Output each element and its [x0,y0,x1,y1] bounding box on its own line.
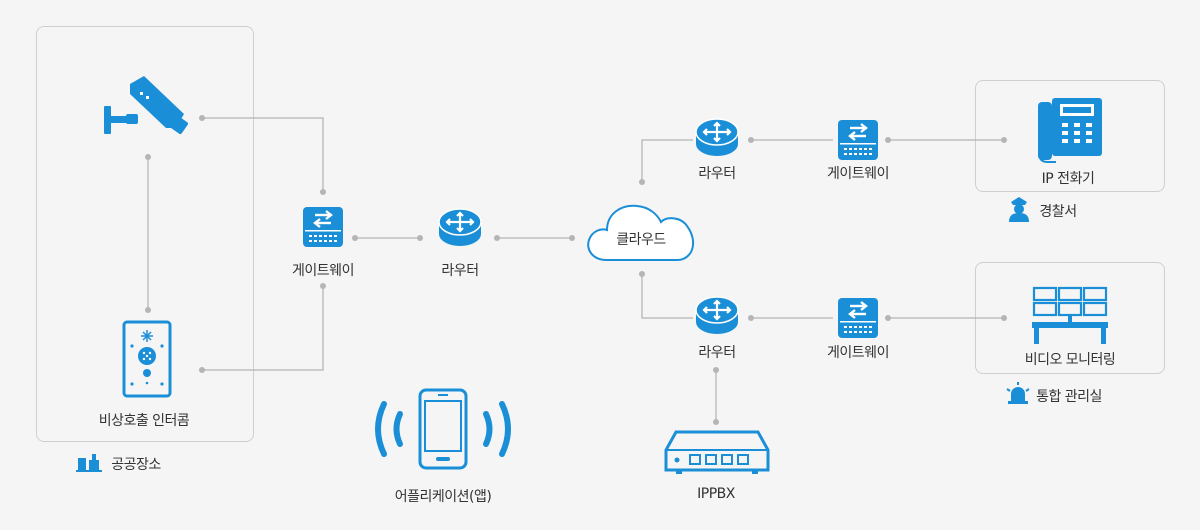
public-place-label: 공공장소 [111,457,161,473]
router-icon [695,118,739,156]
router-center-label: 라우터 [441,263,479,279]
camera-to-gateway-line [202,117,324,192]
cloud-to-bottom-router-line [641,274,693,319]
gateway-icon [303,207,343,247]
ip-phone-icon [1038,98,1102,163]
public-place-icon [76,454,102,472]
cctv-camera-icon [104,76,188,134]
video-wall-icon [1032,286,1108,344]
intercom-to-gateway-line [202,286,324,371]
gateway-left-label: 게이트웨이 [292,263,354,279]
video-monitoring-label: 비디오 모니터링 [1024,352,1116,368]
ippbx-label: IPPBX [697,486,735,502]
intercom-label: 비상호출 인터콤 [98,413,190,429]
app-label: 어플리케이션(앱) [394,489,492,505]
router-top-label: 라우터 [698,166,736,182]
ip-phone-label: IP 전화기 [1041,171,1095,187]
gateway-bottom-label: 게이트웨이 [827,345,889,361]
control-room-label: 통합 관리실 [1036,389,1102,405]
intercom-icon [122,320,172,398]
router-icon [695,296,739,334]
police-label: 경찰서 [1039,204,1077,220]
cloud-label: 클라우드 [616,232,666,248]
cloud-icon [587,204,695,261]
router-icon [438,208,482,246]
smartphone-icon [375,388,511,470]
router-bottom-label: 라우터 [698,345,736,361]
siren-icon [1006,382,1030,404]
gateway-icon [838,120,878,160]
police-icon [1009,197,1029,222]
gateway-top-label: 게이트웨이 [827,166,889,182]
ippbx-icon [664,430,770,474]
gateway-icon [838,298,878,338]
cloud-to-top-router-line [641,139,693,182]
